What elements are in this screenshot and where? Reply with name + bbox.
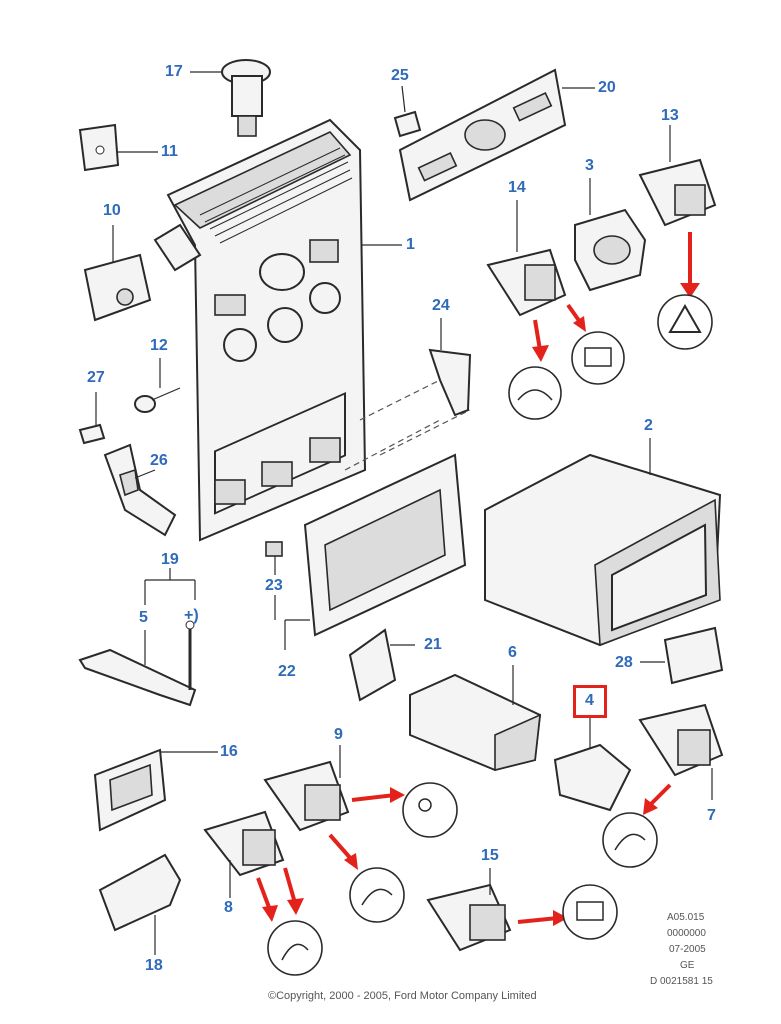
callout-22: 22	[278, 663, 296, 680]
callout-28: 28	[615, 654, 633, 671]
ref-line-3: 07-2005	[669, 944, 706, 955]
callout-23: 23	[265, 577, 283, 594]
part-8-switch	[203, 810, 304, 922]
callout-9: 9	[334, 726, 343, 743]
part-15-switch	[426, 868, 568, 952]
callout-3: 3	[585, 157, 594, 174]
part-26-bracket	[103, 443, 177, 537]
callout-20: 20	[598, 79, 616, 96]
part-23-clip	[265, 541, 283, 575]
callout-8: 8	[224, 899, 233, 916]
part-14-switch	[486, 200, 586, 362]
callout-15: 15	[481, 847, 499, 864]
callout-10: 10	[103, 202, 121, 219]
callout-17: 17	[165, 63, 183, 80]
callout-1: 1	[406, 236, 415, 253]
ref-line-1: A05.015	[667, 912, 705, 923]
ref-line-2: 0000000	[667, 928, 706, 939]
part-5-19-bracket-assembly	[78, 568, 197, 707]
callout-7: 7	[707, 807, 716, 824]
callout-6: 6	[508, 644, 517, 661]
part-22-radio-frame	[284, 369, 471, 650]
part-4-highlight-box	[573, 685, 607, 718]
part-27-clip	[78, 392, 106, 445]
callout-24: 24	[432, 297, 450, 314]
callout-25: 25	[391, 67, 409, 84]
key-icon	[402, 782, 458, 838]
callout-18: 18	[145, 957, 163, 974]
rear-defrost-icon-15	[562, 884, 618, 940]
part-2-storage-pocket	[484, 438, 722, 647]
part-28-switch	[640, 626, 724, 685]
part-24-bracket	[428, 318, 472, 417]
part-4-bracket	[553, 718, 632, 812]
callout-2: 2	[644, 417, 653, 434]
heated-seat-icon-8	[267, 920, 323, 976]
callout-14: 14	[508, 179, 526, 196]
part-1-console-bezel	[153, 118, 402, 542]
heated-seat-icon-7	[602, 812, 658, 868]
callout-26: 26	[150, 452, 168, 469]
part-12-screw	[134, 358, 181, 413]
part-9-switch	[263, 745, 405, 870]
callout-13: 13	[661, 107, 679, 124]
callout-5: 5	[139, 609, 148, 626]
part-11-clip	[78, 123, 158, 172]
callout-11: 11	[161, 143, 178, 160]
ref-line-4: GE	[680, 960, 695, 971]
part-21-bracket	[348, 628, 415, 702]
part-7-switch	[638, 703, 724, 815]
copyright-notice: ©Copyright, 2000 - 2005, Ford Motor Comp…	[268, 990, 537, 1002]
part-25-clip	[393, 85, 422, 138]
heated-seat-icon-9	[349, 867, 405, 923]
callout-4: 4	[585, 692, 594, 709]
rear-defrost-icon	[571, 331, 625, 385]
part-6-module	[409, 665, 542, 772]
callout-12: 12	[150, 337, 168, 354]
windscreen-defrost-icon	[508, 366, 562, 420]
ref-line-5: D 0021581 15	[650, 976, 713, 987]
hazard-icon	[657, 294, 713, 350]
part-16-bracket	[93, 748, 218, 832]
callout-27: 27	[87, 369, 105, 386]
callout-21: 21	[424, 636, 442, 653]
part-13-switch	[638, 125, 717, 298]
part-10-switch	[83, 225, 152, 322]
callout-plus: +)	[184, 607, 199, 624]
callout-16: 16	[220, 743, 238, 760]
part-18-bracket	[98, 853, 182, 955]
callout-19: 19	[161, 551, 179, 568]
part-20-vent-panel	[398, 68, 595, 202]
part-17-socket	[190, 59, 271, 137]
part-3-speaker	[574, 178, 647, 292]
